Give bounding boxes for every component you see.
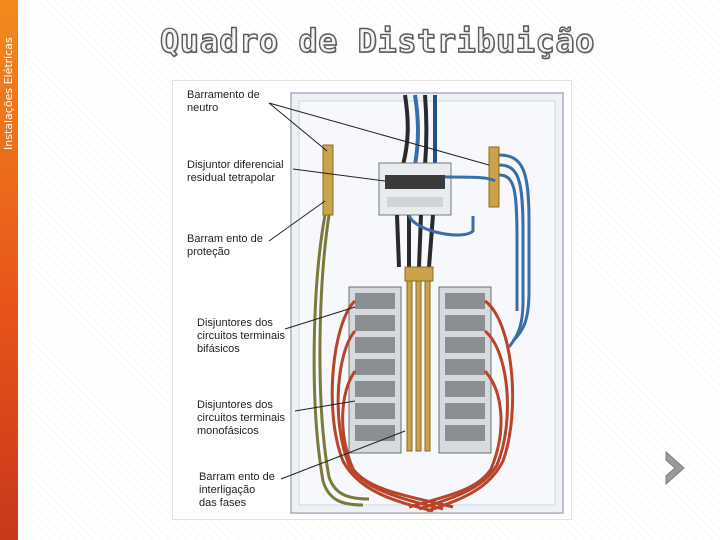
incoming-cables [401,94,438,166]
neutral-bus [488,146,500,208]
breaker-columns [348,286,492,454]
protection-wires [312,214,370,507]
phase-bus-bars [406,280,431,452]
side-label: Instalações Elétricas [2,37,15,150]
distribution-board-figure: Barramento de neutro Disjuntor diferenci… [172,80,572,520]
phase-bus-top [404,266,434,282]
label-phase-bus: Barram ento de interligação das fases [199,471,275,510]
label-protection-bus: Barram ento de proteção [187,233,263,259]
chevron-right-icon[interactable] [662,450,688,486]
label-rcd: Disjuntor diferencial residual tetrapola… [187,159,284,185]
neutral-wires [407,153,531,348]
protection-bus [322,144,334,216]
label-mono-breakers: Disjuntores dos circuitos terminais mono… [197,399,286,438]
label-bipolar-breakers: Disjuntores dos circuitos terminais bifá… [197,317,286,356]
side-accent-bar: Instalações Elétricas [0,0,18,540]
distribution-board-drawing [268,92,564,514]
slide-title: Quadro de Distribuição [159,21,595,60]
label-neutral-bus: Barramento de neutro [187,89,260,115]
leader-lines [268,102,490,480]
